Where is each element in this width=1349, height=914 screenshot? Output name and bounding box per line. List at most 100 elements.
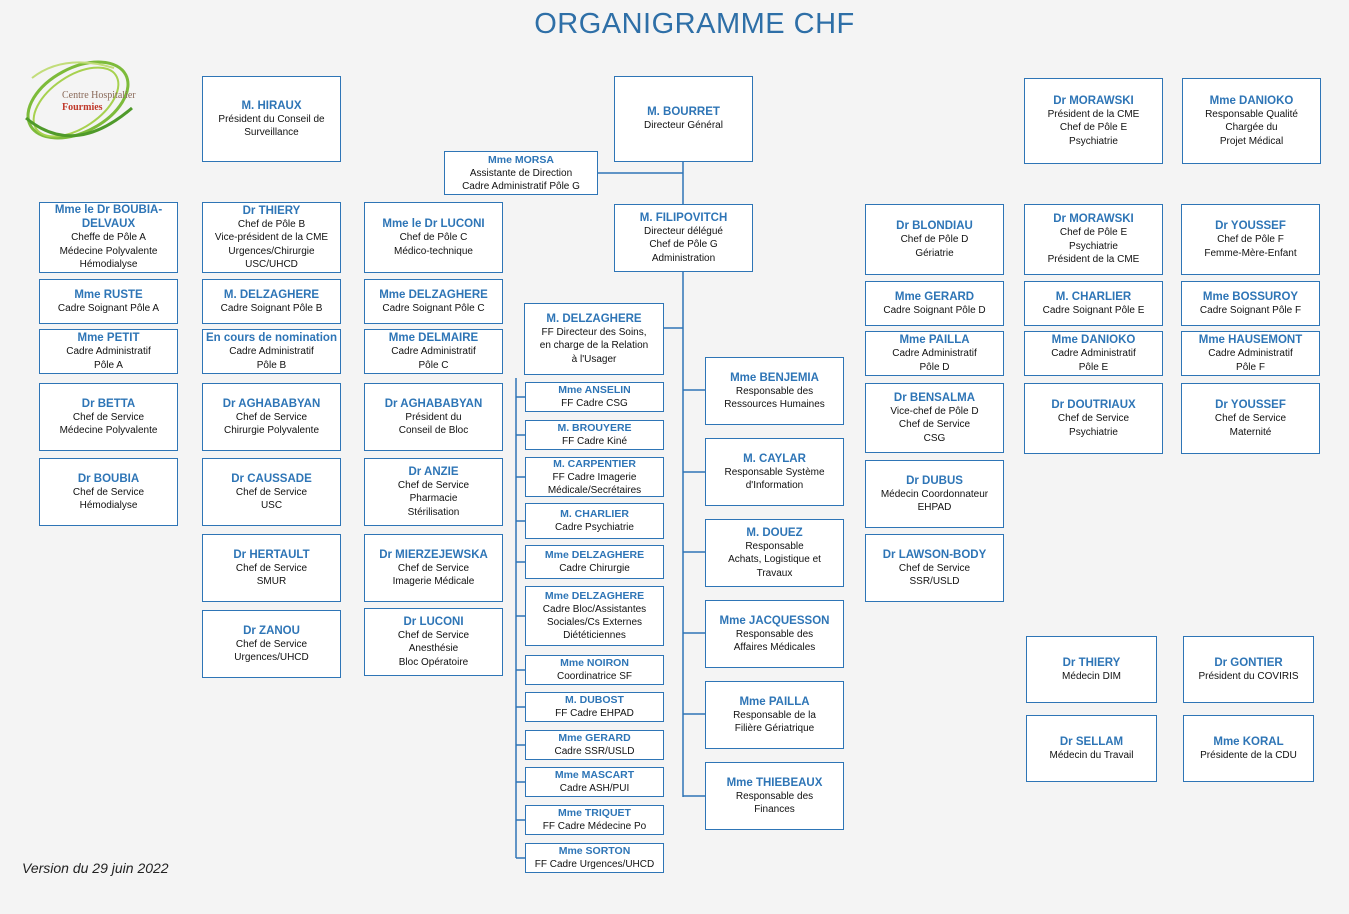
person-name: Mme le Dr BOUBIA-DELVAUX (54, 204, 163, 231)
role-line: Cadre Administratif (229, 346, 314, 357)
role-line: Cadre Soignant Pôle C (382, 302, 485, 314)
role-line: Responsable (745, 540, 804, 552)
role-line: Cadre SSR/USLD (554, 746, 635, 757)
person-name: Dr LUCONI (403, 615, 464, 628)
cadre-csg-box: Mme ANSELIN FF Cadre CSG (525, 382, 664, 412)
role-line: Médico-technique (394, 245, 473, 257)
role-line: Hémodialyse (79, 259, 138, 271)
person-name: M. CARPENTIER (553, 457, 636, 470)
role-line: Chef de Pôle B (237, 218, 306, 230)
role-line: Cadre ASH/PUI (559, 783, 630, 794)
role-line: Chef de Service (898, 419, 971, 431)
role-line: Urgences/Chirurgie (228, 245, 315, 257)
role-line: Achats, Logistique et (728, 554, 821, 566)
role-line: Chef de Service (397, 479, 470, 491)
person-name: Dr MORAWSKI (1053, 94, 1134, 107)
role-line: Cadre Soignant Pôle A (57, 302, 160, 314)
person-name: Mme HAUSEMONT (1198, 334, 1303, 346)
person-name: Mme RUSTE (74, 288, 143, 301)
role-line: Chef de Pôle C (399, 232, 468, 243)
person-name: M. DELZAGHERE (223, 288, 320, 301)
role-line: Cadre Soignant Pôle F (1199, 304, 1302, 316)
role-line: Pôle F (1236, 361, 1265, 373)
person-name: Dr YOUSSEF (1215, 399, 1286, 411)
role-line: Chirurgie Polyvalente (223, 425, 320, 436)
role-line: Chef de Service (72, 411, 145, 423)
role-line: Cadre Soignant Pôle E (1042, 304, 1145, 316)
role-line: Responsable Système (724, 466, 825, 478)
role-line: Responsable Qualité (1205, 108, 1298, 120)
role-line: Anesthésie (408, 643, 459, 655)
role-line: EHPAD (917, 502, 952, 513)
person-name: Mme ANSELIN (558, 384, 631, 396)
role-line: Psychiatrie (1069, 240, 1118, 252)
role-line: Médecin DIM (1062, 670, 1121, 682)
role-line: Chargée du (1225, 122, 1278, 134)
logo-line1: Centre Hospitalier (62, 90, 136, 101)
logo-swoosh-icon: Centre Hospitalier Fourmies (25, 60, 136, 140)
role-line: Cadre Bloc/Assistantes (542, 604, 647, 615)
role-line: Médecin Coordonnateur (880, 488, 989, 500)
role-line: Directeur Général (644, 120, 723, 132)
role-line: Chef de Pôle G (649, 239, 718, 251)
role-line: Cadre Administratif Pôle G (462, 180, 580, 192)
role-line: Pôle B (256, 359, 287, 371)
role-line: USC (260, 500, 283, 511)
role-line: Chef de Pôle E (1059, 227, 1128, 239)
person-name: Mme TRIQUET (558, 807, 631, 819)
role-line: Médecin du Travail (1049, 749, 1134, 761)
person-name: Dr DUBUS (906, 474, 963, 487)
role-line: CSG (923, 432, 946, 444)
person-name: Mme DELMAIRE (388, 332, 479, 344)
role-line: FF Cadre Imagerie (552, 471, 637, 483)
person-name: Mme MORSA (488, 153, 554, 166)
person-name: Dr AGHABABYAN (384, 397, 483, 410)
role-line: Administration (651, 252, 716, 264)
role-line: Président du Conseil de Surveillance (218, 113, 325, 139)
person-name: Dr MIERZEJEWSKA (379, 548, 488, 561)
role-line: Chef de Service (898, 562, 971, 574)
role-line: Diététiciennes (563, 630, 626, 641)
role-line: Cadre Psychiatrie (555, 522, 634, 533)
role-line: FF Cadre CSG (561, 398, 628, 409)
role-line: Cadre Administratif (1208, 348, 1293, 359)
role-line: Présidente de la CDU (1200, 749, 1297, 761)
role-line: Pôle D (919, 361, 950, 373)
role-line: Médicale/Secrétaires (547, 484, 642, 496)
role-line: Finances (754, 804, 795, 815)
role-line: Pôle C (418, 359, 449, 371)
person-name: Mme DELZAGHERE (379, 288, 488, 301)
logo-line2: Fourmies (62, 102, 103, 113)
person-name: Dr LAWSON-BODY (882, 548, 987, 561)
person-name: Mme DANIOKO (1209, 94, 1294, 107)
role-line: Stérilisation (407, 506, 460, 518)
person-name: Dr BOUBIA (77, 472, 140, 485)
role-line: Travaux (756, 567, 793, 579)
role-line: Médecine Polyvalente (59, 425, 158, 436)
person-name: Dr AGHABABYAN (222, 397, 321, 410)
person-name: M. BOURRET (647, 106, 720, 119)
